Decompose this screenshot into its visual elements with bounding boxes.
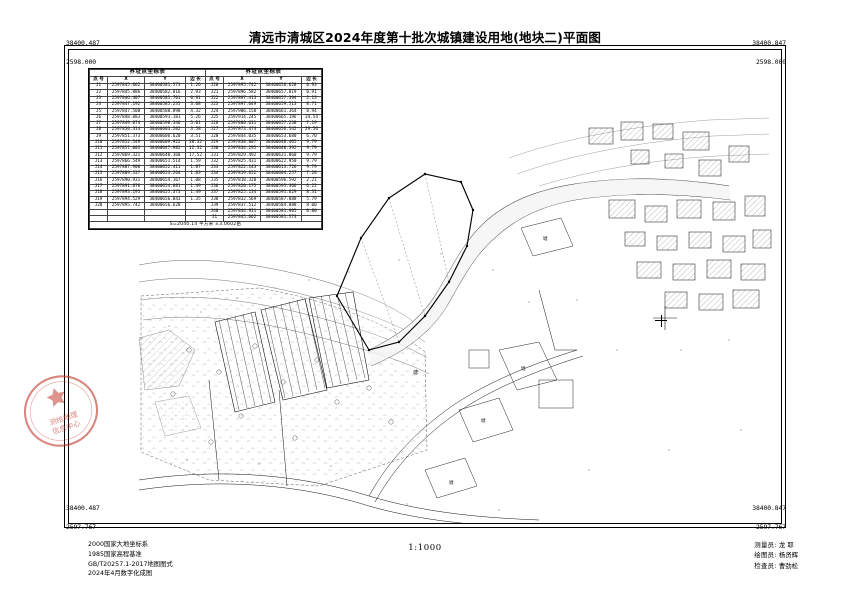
cell-x: 2597895.742 <box>107 202 145 210</box>
cell-x: 2597895.742 <box>223 83 261 91</box>
cell-x: 2597893.195 <box>107 189 145 198</box>
cell-x: 2597869.321 <box>107 152 145 160</box>
cell-y: 38400647.982 <box>144 145 186 154</box>
cell-y: 38400653.264 <box>144 170 186 179</box>
corner-coordinate-bottom-right-y: 2597.767 <box>756 523 786 531</box>
svg-text:塘: 塘 <box>543 235 548 242</box>
svg-text:塘: 塘 <box>413 369 418 376</box>
cell-y: 38400656.628 <box>144 202 186 210</box>
credit-inspector-label: 检查员: <box>754 561 777 570</box>
table-title-row: 界址点坐标表 界址点坐标表 <box>89 68 322 78</box>
cell-x: 2597845.662 <box>107 83 145 91</box>
cell-y: 38400591.629 <box>260 189 302 198</box>
cell-y: 38400661.364 <box>260 108 302 116</box>
right-table-title: 界址点坐标表 <box>205 68 322 78</box>
cell-x: 2597847.192 <box>107 101 145 110</box>
cell-x: 2597894.529 <box>107 196 145 204</box>
cell-y: 38400581.573 <box>144 83 186 91</box>
area-note-row: S=2040.14 平方米 ±3.0602亩 <box>89 221 322 229</box>
svg-text:塘: 塘 <box>481 417 486 424</box>
coordinate-table-grid: 界址点坐标表 界址点坐标表 点 号 X Y 边 长 点 号 X Y 边 长 J1… <box>89 68 322 229</box>
cadastral-map-drawing: 塘 <box>69 50 781 523</box>
page-title: 清远市清城区2024年度第十批次城镇建设用地(地块二)平面图 <box>248 30 602 45</box>
svg-text:塘: 塘 <box>449 479 454 486</box>
cell-x: 2597832.569 <box>223 196 261 204</box>
cell-y: 38400588.898 <box>144 108 186 116</box>
cell-y: 38400640.392 <box>260 145 302 154</box>
credit-surveyor: 测量员: 龙 耶 <box>754 540 798 550</box>
cell-x: 2597825.134 <box>223 189 261 198</box>
corner-coordinate-top-left-x: 38400.487 <box>66 39 100 47</box>
credit-surveyor-value: 龙 耶 <box>778 541 794 549</box>
cell-x: 2597847.508 <box>107 108 145 116</box>
corner-coordinate-bottom-left-y: 2597.767 <box>66 523 96 531</box>
corner-coordinate-bottom-left-x: 38400.487 <box>66 504 100 512</box>
cell-x: 2597845.662 <box>223 214 261 223</box>
cell-y: 38400603.202 <box>144 126 186 135</box>
boundary-coordinate-table: 界址点坐标表 界址点坐标表 点 号 X Y 边 长 点 号 X Y 边 长 J1… <box>88 68 323 230</box>
credit-inspector: 检查员: 曹劲松 <box>754 561 798 571</box>
credit-drafter-label: 绘图员: <box>754 551 777 560</box>
cell-x: 2597829.492 <box>223 152 261 160</box>
cell-y: 38400648.368 <box>144 152 186 160</box>
map-frame-inner <box>68 49 782 524</box>
map-frame-outer <box>64 45 786 528</box>
footer-notes: 2000国家大地坐标系 1985国家高程基准 GB/T20257.1-2017地… <box>88 540 173 579</box>
parcel-area-note: S=2040.14 平方米 ±3.0602亩 <box>89 221 322 229</box>
footer-note-0: 2000国家大地坐标系 <box>88 541 149 548</box>
cell-x: 2597850.314 <box>107 126 145 135</box>
footer-note-3: 2024年4月数字化成图 <box>88 570 153 578</box>
cell-y: 38400581.573 <box>260 214 302 223</box>
cell-y: 38400656.043 <box>144 196 186 204</box>
cell-length <box>301 214 322 223</box>
footer-note-2: GB/T20257.1-2017地图图式 <box>88 560 173 568</box>
credit-inspector-value: 曹劲松 <box>778 561 798 570</box>
cell-y: 38400655.373 <box>144 189 186 198</box>
cell-y: 38400587.888 <box>260 196 302 204</box>
credit-drafter: 绘图员: 杨贤辉 <box>754 550 798 560</box>
footer-credits: 测量员: 龙 耶 绘图员: 杨贤辉 检查员: 曹劲松 <box>754 540 798 571</box>
cell-x: 2597834.295 <box>223 145 261 154</box>
cell-x: 2597819.652 <box>223 170 261 179</box>
corner-coordinate-bottom-right-x: 38400.847 <box>752 504 786 512</box>
cell-y: 38400656.542 <box>260 126 302 135</box>
corner-coordinate-top-right-x: 38400.847 <box>752 39 786 47</box>
cell-y: 38400585.235 <box>144 101 186 110</box>
cell-x: 2597889.337 <box>107 170 145 179</box>
cell-x: 2597857.003 <box>107 145 145 154</box>
official-red-seal: 测绘地理 信息中心 <box>24 375 98 447</box>
svg-text:塘: 塘 <box>521 365 526 372</box>
cell-y: 38400656.628 <box>260 83 302 91</box>
corner-coordinate-top-right-y: 2598.000 <box>756 58 786 66</box>
left-table-title: 界址点坐标表 <box>89 68 206 78</box>
map-scale-label: 1:1000 <box>408 543 442 553</box>
cell-x: 2597873.474 <box>223 126 261 135</box>
corner-coordinate-top-left-y: 2598.000 <box>66 58 96 66</box>
cell-x: 2597906.158 <box>223 108 261 116</box>
cell-y: 38400631.860 <box>260 152 302 160</box>
footer-note-1: 1985国家高程基准 <box>88 550 142 558</box>
cell-y: 38400659.513 <box>260 101 302 110</box>
credit-drafter-value: 杨贤辉 <box>778 551 798 560</box>
credit-surveyor-label: 测量员: <box>754 541 777 549</box>
cell-x: 2597897.649 <box>223 101 261 110</box>
cell-y: 38400604.257 <box>260 170 302 179</box>
